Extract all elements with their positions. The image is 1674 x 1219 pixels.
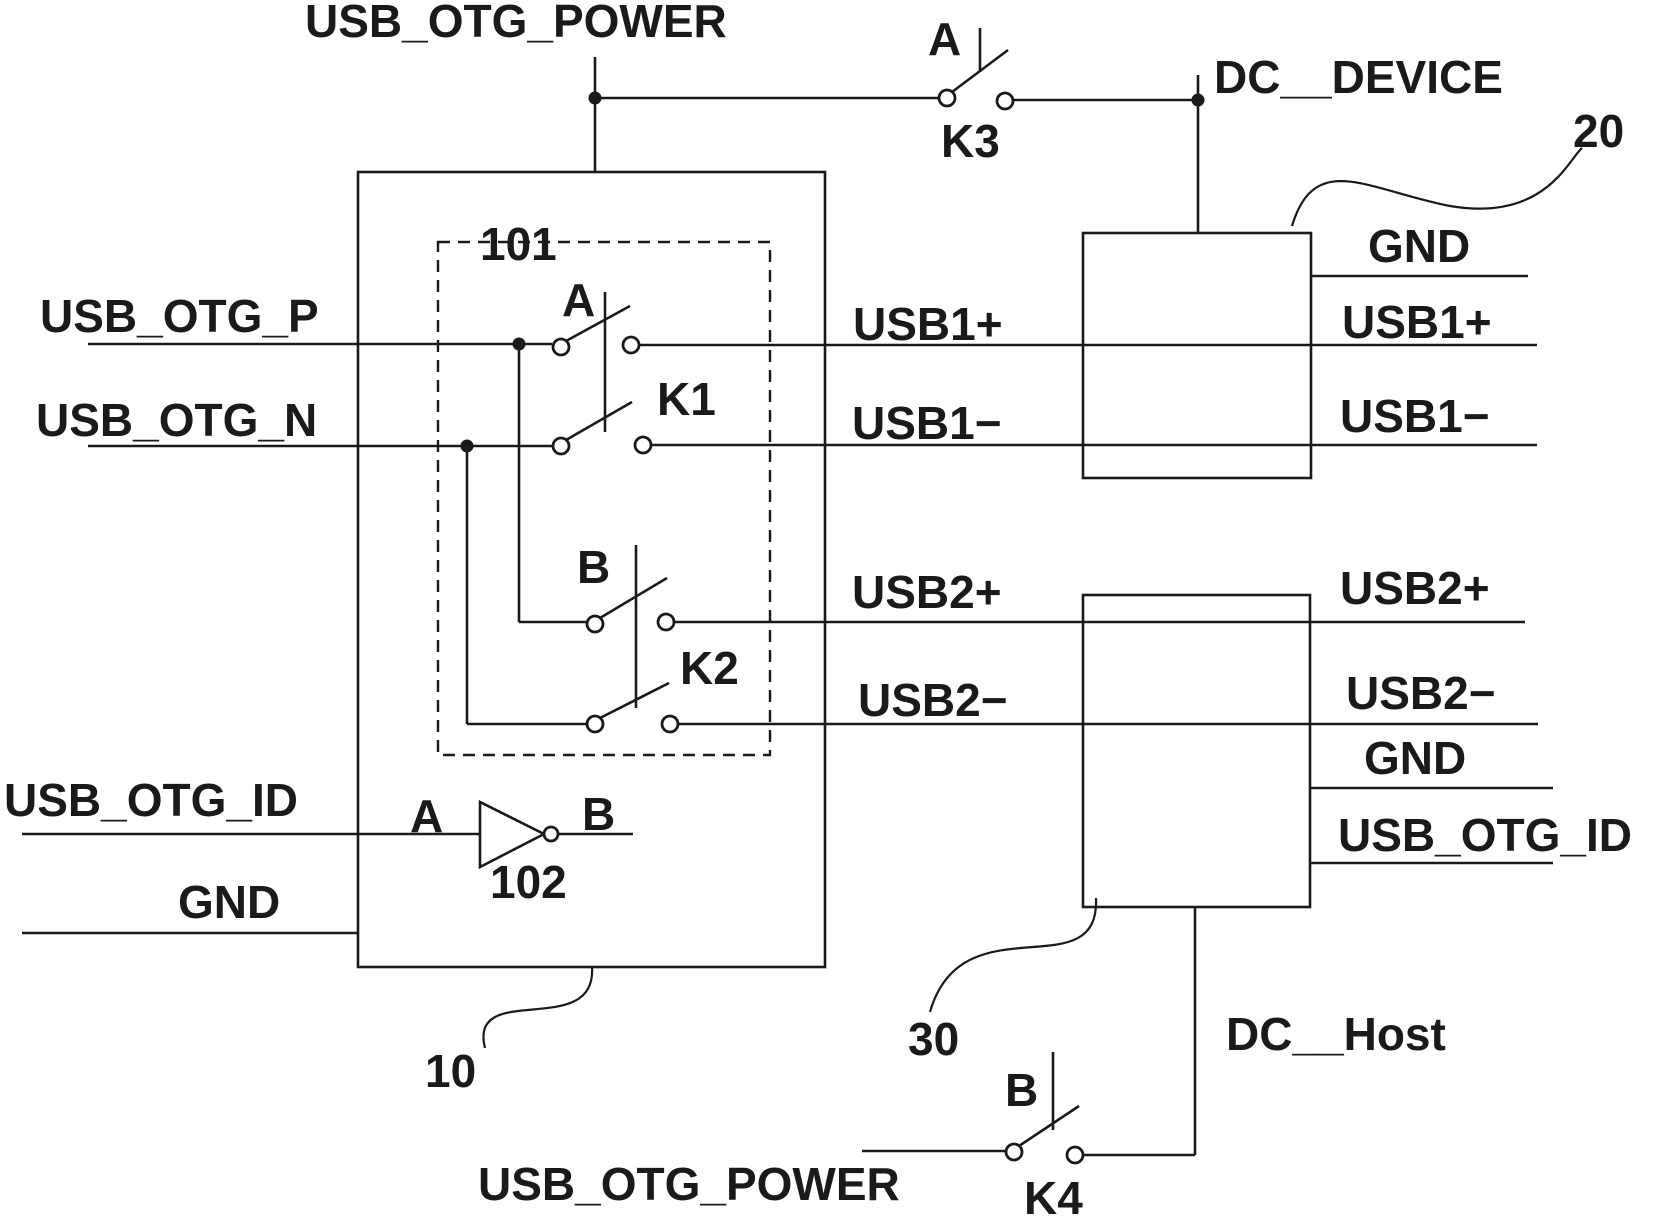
label-gnd-conn30: GND [1364, 732, 1466, 784]
label-k1: K1 [657, 373, 716, 425]
label-usb1p-mid: USB1+ [853, 298, 1003, 350]
label-dc-host: DC__Host [1226, 1008, 1446, 1060]
label-usb2p-mid: USB2+ [852, 566, 1002, 618]
label-usb-otg-id-left: USB_OTG_ID [4, 774, 298, 826]
label-usb2n-mid: USB2− [858, 674, 1008, 726]
connector-block-20 [1081, 231, 1313, 480]
label-ref-20: 20 [1573, 105, 1624, 157]
label-gnd-conn20: GND [1368, 220, 1470, 272]
label-dc-device: DC__DEVICE [1214, 51, 1503, 103]
label-ctrl-b-k4: B [1005, 1064, 1038, 1116]
label-usb1n-right: USB1− [1340, 390, 1490, 442]
label-usb1p-right: USB1+ [1342, 296, 1492, 348]
label-ref-102: 102 [490, 856, 567, 908]
connector-block-30 [1081, 593, 1312, 909]
label-ref-101: 101 [480, 218, 557, 270]
switch-k3 [937, 28, 1015, 111]
switch-k2 [585, 545, 680, 734]
inverter-102 [22, 799, 633, 870]
label-inverter-out: B [582, 788, 615, 840]
label-usb2n-right: USB2− [1346, 667, 1496, 719]
label-usb-otg-p: USB_OTG_P [40, 290, 319, 342]
otg-data-lines [88, 337, 587, 726]
label-usb-otg-power-bottom: USB_OTG_POWER [478, 1158, 900, 1210]
switch-k4 [1004, 1052, 1085, 1165]
switch-group-101 [436, 240, 772, 757]
label-usb1n-mid: USB1− [852, 397, 1002, 449]
label-ctrl-a-k1: A [562, 274, 595, 326]
leader-10 [482, 966, 594, 1049]
label-ctrl-b-k2: B [577, 541, 610, 593]
host-power-line [862, 907, 1197, 1157]
controller-block-10 [356, 170, 827, 969]
label-inverter-in: A [410, 790, 443, 842]
label-ref-30: 30 [908, 1013, 959, 1065]
label-k4: K4 [1024, 1172, 1083, 1219]
label-usb-otg-power-top: USB_OTG_POWER [305, 0, 727, 47]
label-ref-10: 10 [425, 1045, 476, 1097]
label-usb-otg-n: USB_OTG_N [36, 394, 317, 446]
top-power-rail [588, 57, 1205, 233]
label-k3: K3 [941, 115, 1000, 167]
label-k2: K2 [680, 642, 739, 694]
leader-30 [928, 897, 1098, 1013]
leader-20 [1290, 147, 1583, 227]
label-usb2p-right: USB2+ [1340, 562, 1490, 614]
label-gnd-left: GND [178, 876, 280, 928]
label-usb-otg-id-right: USB_OTG_ID [1338, 809, 1632, 861]
label-ctrl-a-k3: A [928, 13, 961, 65]
